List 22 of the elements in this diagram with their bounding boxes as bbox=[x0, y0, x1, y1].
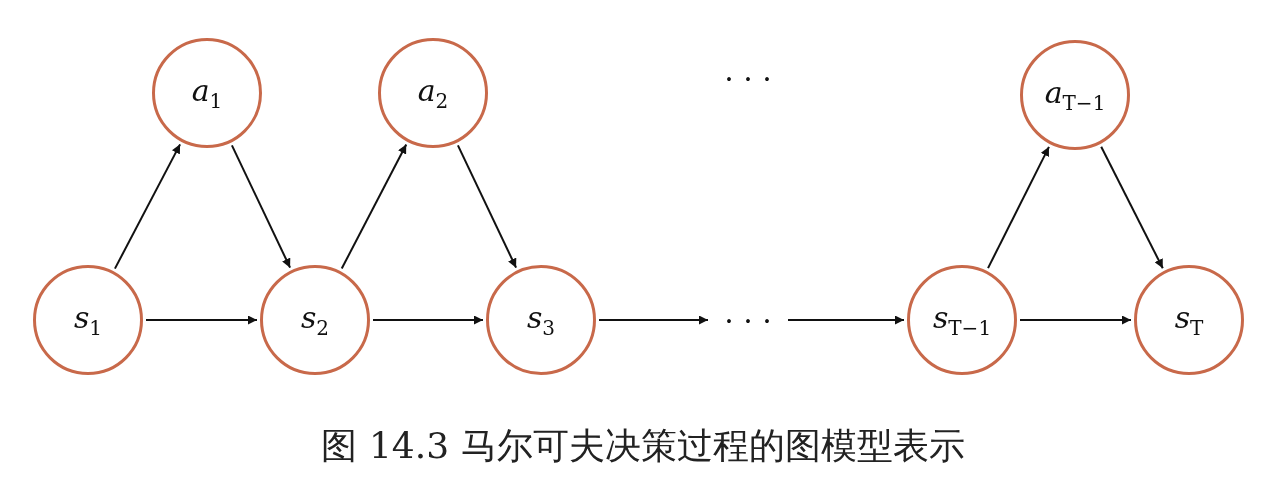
arrow bbox=[372, 315, 484, 325]
variable-label: a$_{2}$ bbox=[417, 73, 449, 113]
ellipsis-label: · · · bbox=[724, 60, 772, 96]
arrow bbox=[230, 144, 292, 269]
arrow bbox=[145, 315, 258, 325]
variable-label: s$_{3}$ bbox=[526, 300, 556, 340]
figure-caption: 图 14.3 马尔可夫决策过程的图模型表示 bbox=[321, 425, 965, 466]
arrow bbox=[987, 145, 1050, 270]
arrow bbox=[340, 143, 408, 270]
arrow bbox=[598, 315, 709, 325]
arrow bbox=[456, 144, 518, 269]
arrow bbox=[1100, 145, 1164, 270]
variable-label: s$_{T−1}$ bbox=[932, 300, 992, 340]
variable-label: a$_{T−1}$ bbox=[1044, 75, 1106, 115]
arrow bbox=[787, 315, 905, 325]
variable-label: · · · bbox=[724, 302, 772, 338]
variable-label: s$_{1}$ bbox=[73, 300, 103, 340]
variable-label: s$_{T}$ bbox=[1174, 300, 1204, 340]
variable-label: s$_{2}$ bbox=[300, 300, 330, 340]
variable-label: a$_{1}$ bbox=[191, 73, 223, 113]
arrow bbox=[1019, 315, 1132, 325]
arrow bbox=[113, 143, 182, 270]
